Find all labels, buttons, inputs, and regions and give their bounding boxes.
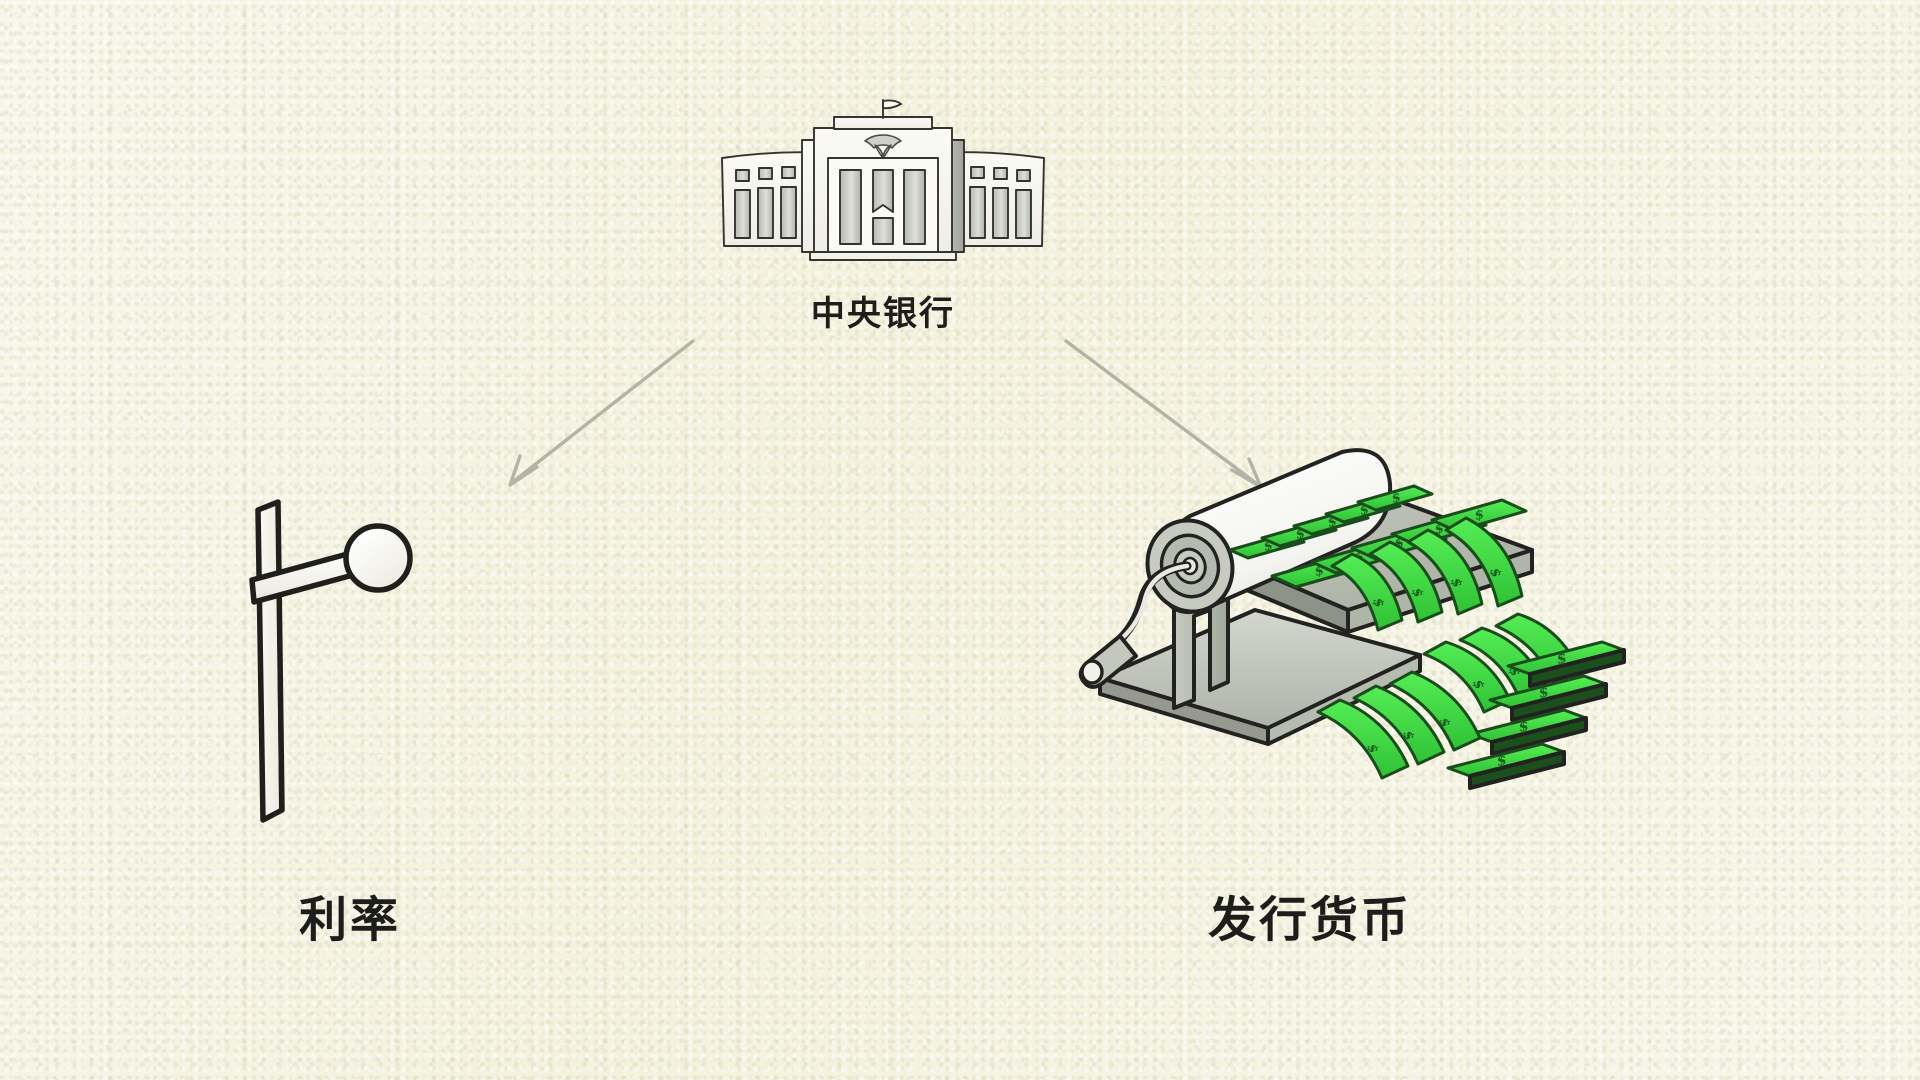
issue-currency-node[interactable]: $ $ $ $ $ $ $ $ $ $ bbox=[1078, 448, 1790, 910]
interest-rate-node[interactable] bbox=[249, 480, 450, 850]
arrow-down-left-icon bbox=[490, 315, 730, 505]
issue-currency-label: 发行货币 bbox=[1208, 892, 1412, 948]
flag-icon bbox=[882, 99, 903, 119]
central-bank-node[interactable] bbox=[718, 99, 1048, 280]
bank-main-block bbox=[813, 116, 953, 255]
lever-post-icon bbox=[255, 499, 285, 823]
lever-knob-icon bbox=[343, 523, 413, 593]
interest-rate-label: 利率 bbox=[299, 892, 401, 948]
central-bank-label: 中央银行 bbox=[810, 294, 956, 334]
